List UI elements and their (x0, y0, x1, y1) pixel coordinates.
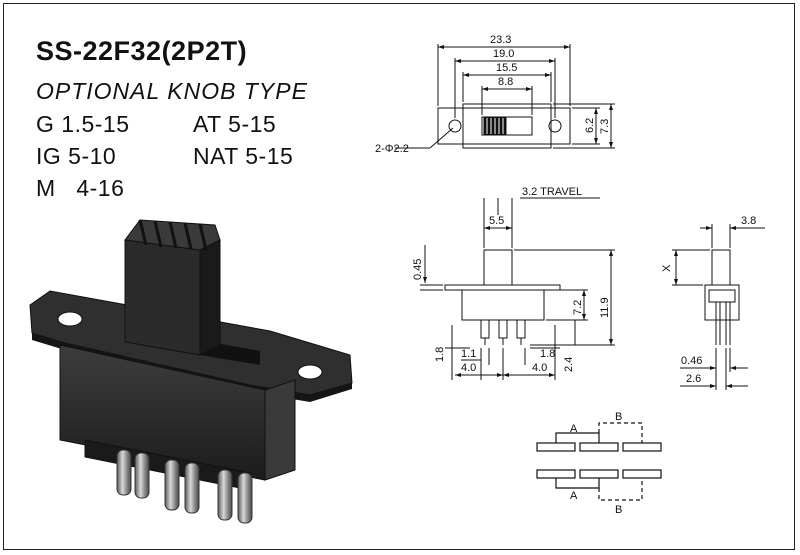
spec-nat: NAT 5-15 (193, 143, 294, 169)
dim-body-width: 15.5 (496, 62, 517, 74)
dim-total-height: 11.9 (599, 297, 611, 318)
spec-g: G 1.5-15 (36, 111, 130, 137)
dim-pin-thickness: 0.46 (681, 355, 702, 367)
dim-travel: 3.2 TRAVEL (522, 186, 582, 198)
schematic-label-b-top: B (615, 411, 622, 423)
spec-at: AT 5-15 (193, 111, 277, 137)
dim-hole-spacing: 19.0 (493, 48, 514, 60)
front-view-drawing (420, 197, 615, 380)
dim-overall-width: 23.3 (490, 34, 511, 46)
dim-pin-spacing: 2.6 (686, 373, 701, 385)
spec-ig: IG 5-10 (36, 143, 117, 169)
part-number-title: SS-22F32(2P2T) (36, 36, 248, 66)
dim-pitch-left: 4.0 (461, 362, 476, 374)
dim-side-knob-width: 3.8 (741, 215, 756, 227)
dim-side-knob-height: X (661, 264, 673, 272)
drawing-frame (3, 3, 795, 550)
schematic-label-a-bottom: A (570, 490, 578, 502)
dim-pin-height: 2.4 (563, 357, 575, 372)
dim-pitch-right: 4.0 (532, 362, 547, 374)
dim-body-height: 7.2 (572, 300, 584, 315)
dim-outer-height: 7.3 (599, 119, 611, 134)
dim-knob-offset: 0.45 (412, 259, 424, 280)
dim-inner-height: 6.2 (584, 118, 596, 133)
schematic-label-b-bottom: B (615, 504, 622, 516)
circuit-schematic (536, 422, 662, 501)
optional-knob-subtitle: OPTIONAL KNOB TYPE (36, 78, 308, 104)
dim-hole-diameter: 2-Φ2.2 (375, 143, 409, 155)
dim-pin-width: 1.1 (461, 348, 476, 360)
dim-knob-width: 5.5 (489, 215, 504, 227)
schematic-label-a-top: A (570, 423, 578, 435)
dim-slot-width: 8.8 (498, 76, 513, 88)
dim-pin-length: 1.8 (434, 347, 446, 362)
dim-pin-length-right: 1.8 (540, 348, 555, 360)
switch-product-illustration (29, 219, 353, 524)
spec-m: M 4-16 (36, 175, 125, 201)
